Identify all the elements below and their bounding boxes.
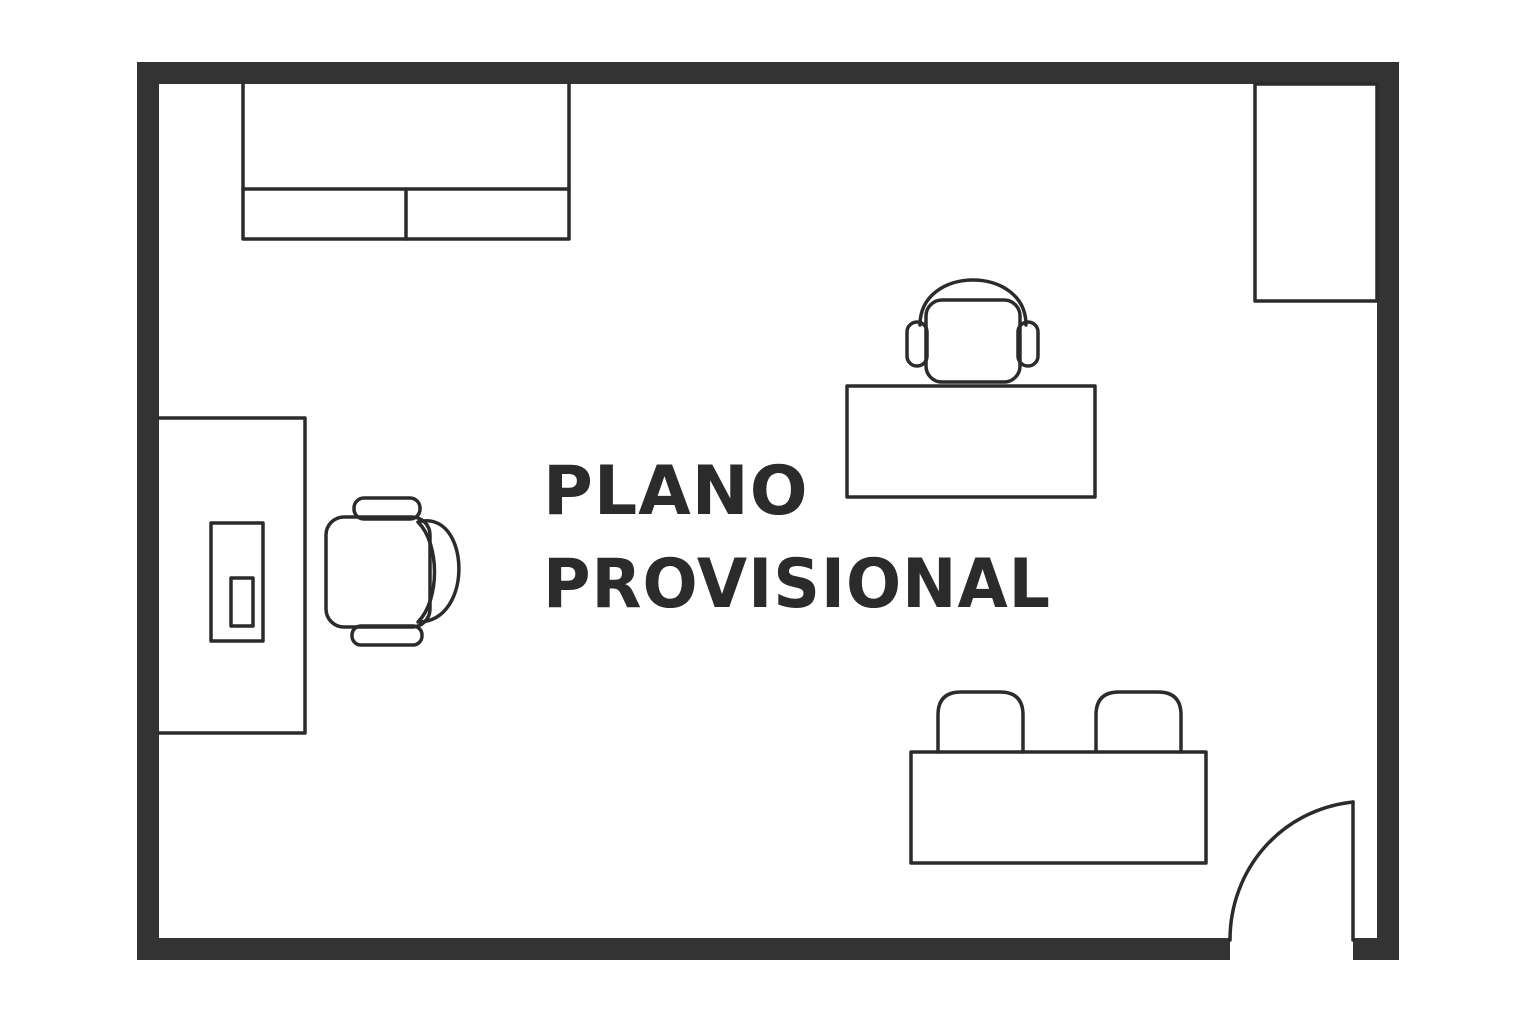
office-chair-left <box>324 496 461 647</box>
computer-tower <box>209 521 265 643</box>
lower-desk <box>909 690 1208 865</box>
office-chair-left-armrest-bottom <box>350 624 424 647</box>
lower-chair-right <box>1094 690 1183 754</box>
lower-chair-left <box>936 690 1025 754</box>
upper-desk-top <box>845 384 1097 499</box>
room-walls <box>137 62 1399 960</box>
wall-bottom-right <box>1353 938 1399 960</box>
door-swing-arc <box>1228 800 1355 942</box>
upper-chair-seat <box>924 298 1022 384</box>
left-desk <box>157 416 307 735</box>
shelving-unit <box>241 82 571 241</box>
wall-right <box>1377 62 1399 960</box>
upper-chair-armrest-right <box>1016 320 1040 368</box>
wall-bottom-left <box>137 938 1230 960</box>
upper-chair-backrest <box>918 278 1028 327</box>
lower-desk-top <box>909 750 1208 865</box>
office-chair-left-backrest <box>416 519 461 624</box>
upper-desk <box>845 278 1097 499</box>
upper-chair-armrest-left <box>905 320 929 368</box>
office-chair-left-seat <box>324 515 432 629</box>
computer-tower-drive <box>229 576 255 628</box>
plan-title: PLANO PROVISIONAL <box>543 452 1051 624</box>
plan-title-line-2: PROVISIONAL <box>543 545 1051 624</box>
wall-top <box>137 62 1399 84</box>
wall-left <box>137 62 159 960</box>
office-chair-left-armrest-top <box>352 496 422 521</box>
plan-title-line-1: PLANO <box>543 452 809 531</box>
entrance-door <box>1228 800 1355 942</box>
left-desk-outline <box>157 416 307 735</box>
corner-closet <box>1253 82 1379 303</box>
